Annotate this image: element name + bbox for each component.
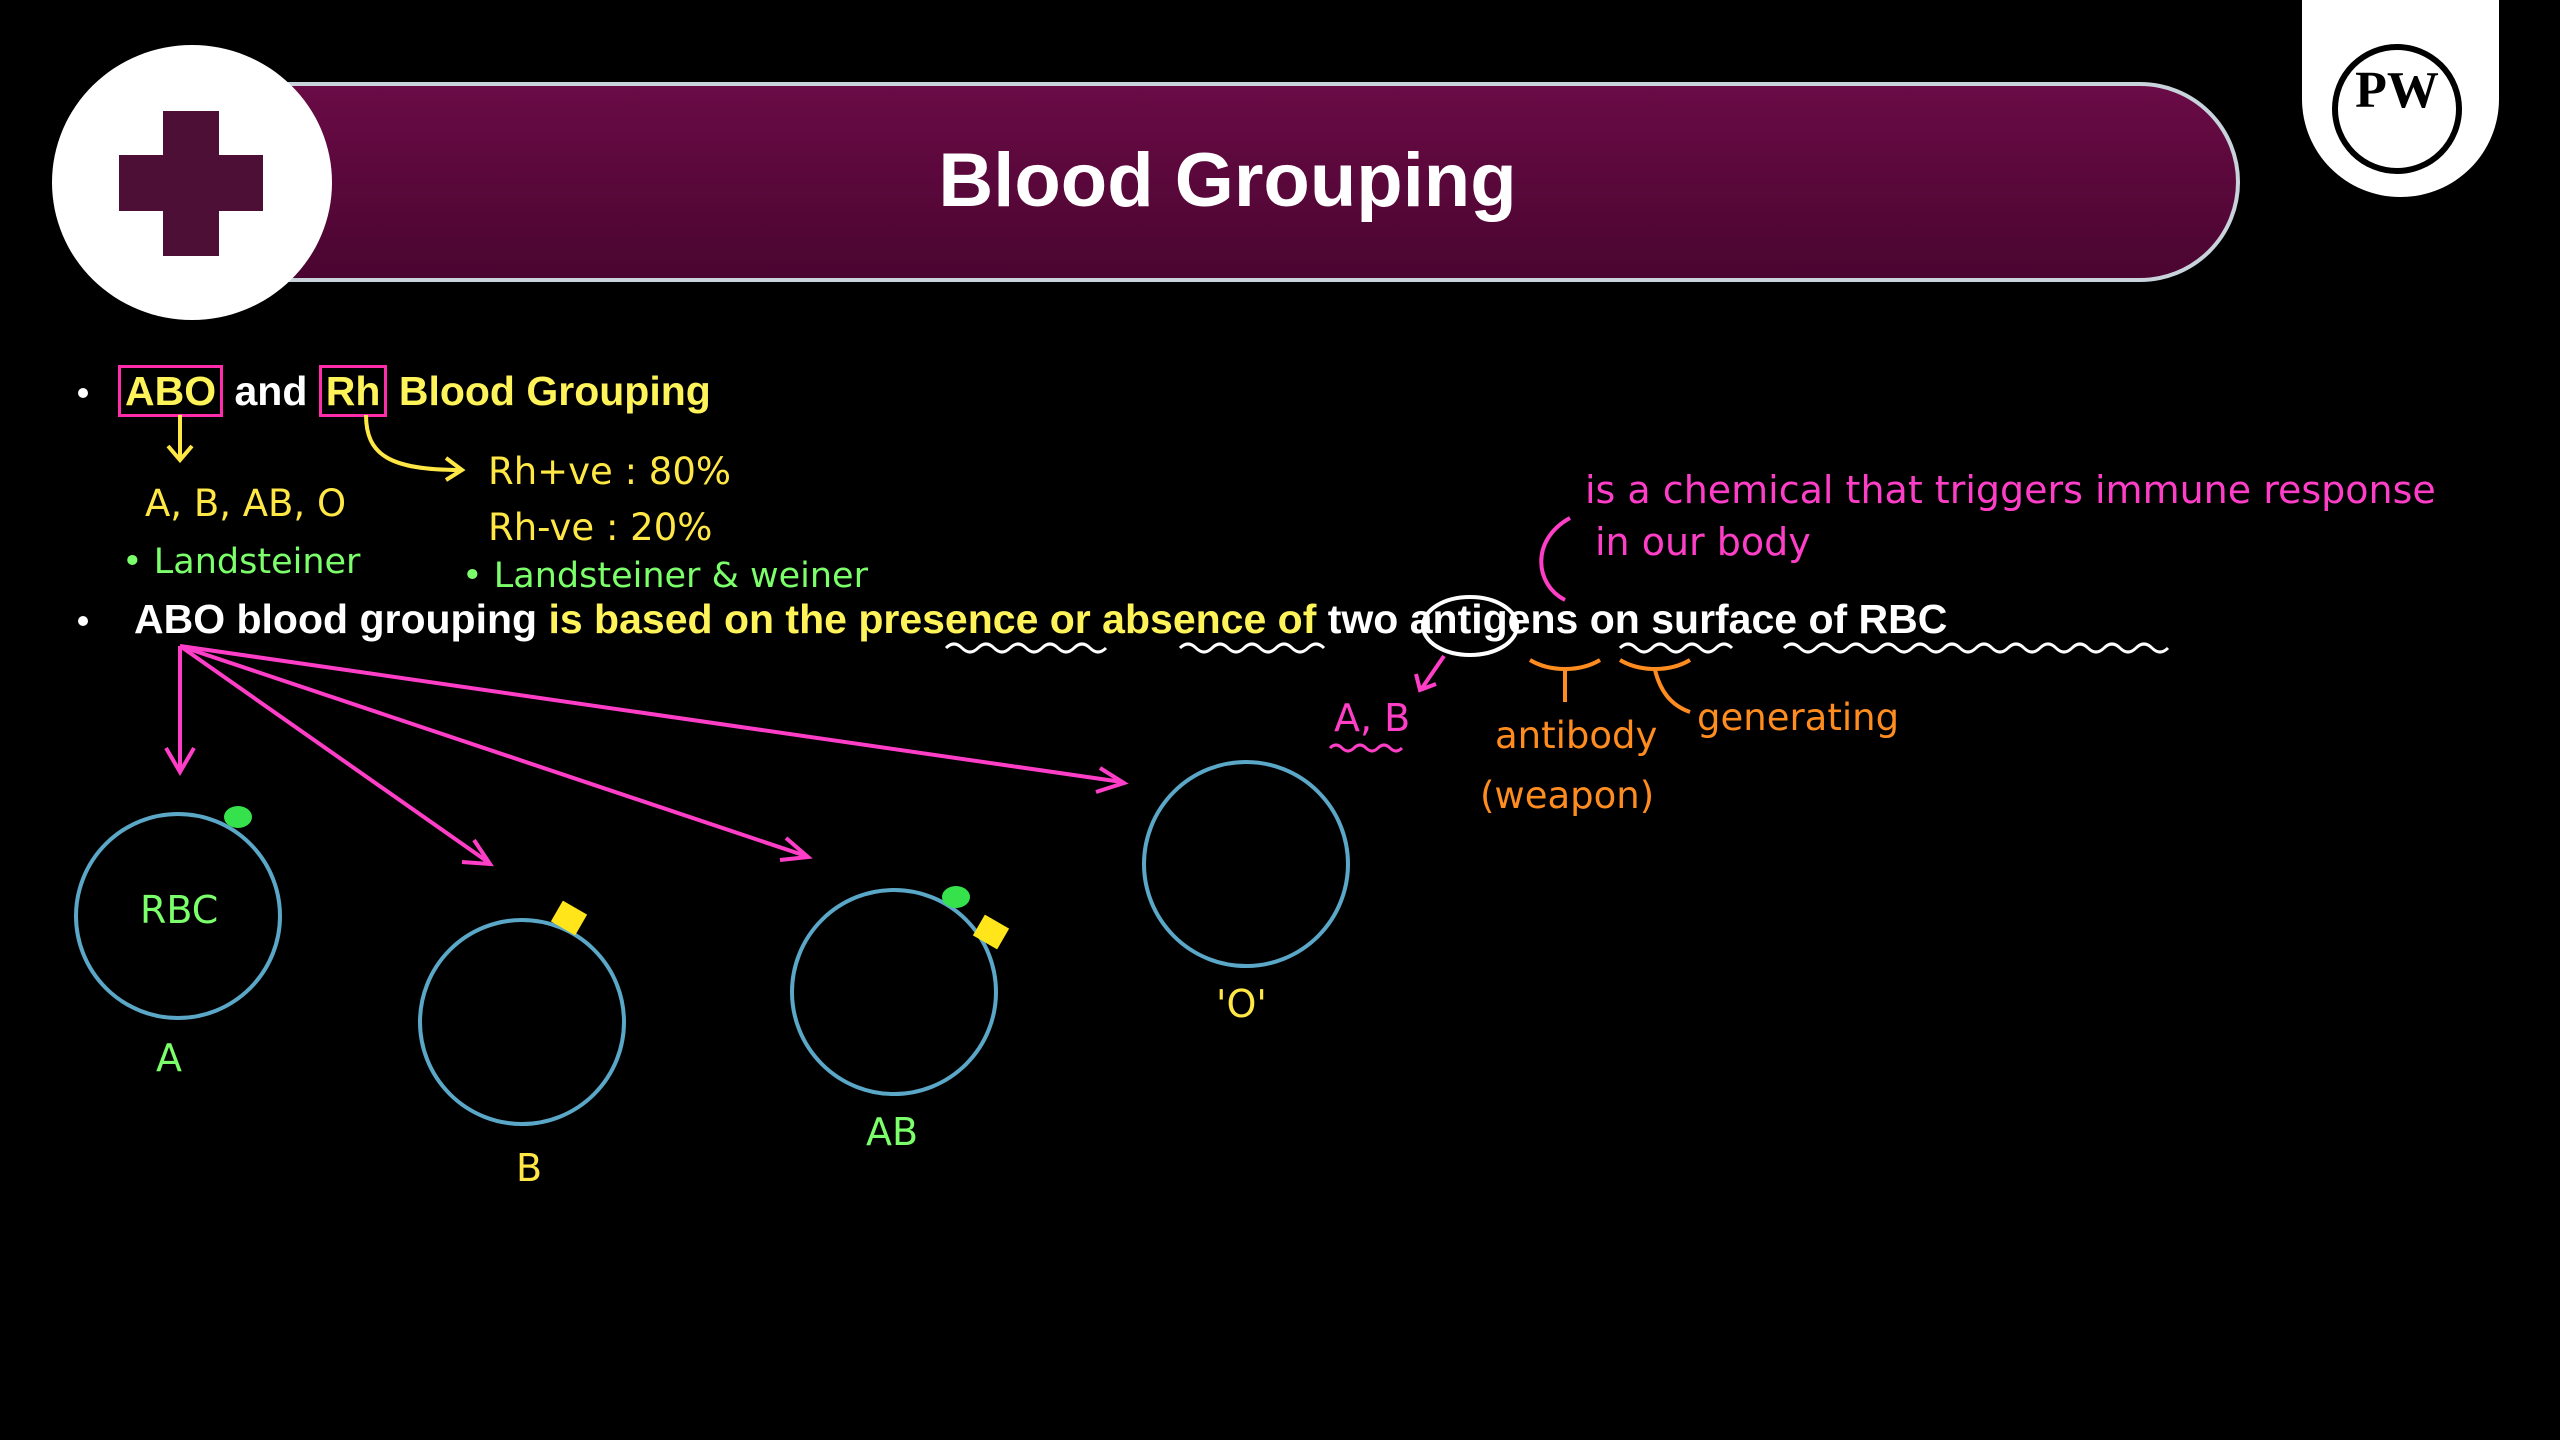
logo-ring bbox=[2332, 44, 2462, 174]
and-text: and bbox=[223, 368, 319, 414]
rbc-a-inner-label: RBC bbox=[140, 888, 219, 932]
rh-arrowhead bbox=[444, 456, 466, 482]
rbc-ab bbox=[790, 888, 998, 1096]
weapon-note: (weapon) bbox=[1480, 774, 1655, 817]
antigen-definition-2: in our body bbox=[1595, 520, 1811, 564]
arrowhead-ab bbox=[779, 836, 813, 862]
presence-underline bbox=[944, 642, 1108, 654]
abo-discoverer-note: • Landsteiner bbox=[122, 542, 361, 582]
generating-stem bbox=[1653, 669, 1691, 714]
abo-boxed: ABO bbox=[118, 365, 224, 417]
arrowhead-a bbox=[164, 746, 196, 776]
title-banner: Blood Grouping bbox=[215, 82, 2240, 282]
surface-text: surface of RBC bbox=[1651, 596, 1948, 642]
blood-grouping-text: Blood Grouping bbox=[387, 368, 711, 414]
or-text: or bbox=[1038, 596, 1103, 642]
based-on-text: is based on the bbox=[537, 596, 859, 642]
bullet-line-1: ABO and Rh Blood Grouping bbox=[118, 365, 711, 417]
bullet-dot bbox=[78, 616, 88, 626]
antigen-a-marker bbox=[224, 806, 252, 828]
antigen-a-marker-ab bbox=[942, 886, 970, 908]
rbc-a bbox=[74, 812, 282, 1020]
two-text: two bbox=[1327, 596, 1399, 642]
two-to-ab-arrow bbox=[1420, 654, 1446, 690]
antigen-definition-1: is a chemical that triggers immune respo… bbox=[1585, 468, 2436, 512]
rbc-b-label: B bbox=[516, 1146, 543, 1190]
abo-arrowhead bbox=[166, 444, 194, 464]
pw-logo: PW bbox=[2302, 0, 2499, 197]
abo-to-cells-arrows bbox=[164, 644, 1129, 867]
arrow-to-b bbox=[178, 644, 490, 864]
abo-types-note: A, B, AB, O bbox=[145, 482, 347, 525]
generating-bracket bbox=[1618, 658, 1692, 671]
rbc-a-label: A bbox=[156, 1036, 182, 1080]
two-arrowhead bbox=[1414, 673, 1437, 693]
bullet-line-2: ABO blood grouping is based on the prese… bbox=[134, 596, 1947, 643]
cross-icon-bar bbox=[119, 155, 263, 211]
rh-boxed: Rh bbox=[318, 365, 388, 417]
two-antigens-note: A, B bbox=[1334, 696, 1411, 740]
rh-curve-arrow bbox=[364, 414, 461, 472]
arrowhead-b bbox=[461, 838, 494, 867]
rh-discoverer-note: • Landsteiner & weiner bbox=[462, 556, 868, 596]
antigens-underline bbox=[1618, 642, 1734, 654]
rbc-ab-label: AB bbox=[866, 1110, 919, 1154]
on-text: on bbox=[1578, 596, 1652, 642]
of-text: of bbox=[1266, 596, 1328, 642]
ab-underline bbox=[1328, 743, 1404, 753]
arrow-to-o bbox=[179, 644, 1123, 784]
rh-negative-note: Rh-ve : 20% bbox=[488, 506, 713, 549]
absence-text: absence bbox=[1102, 596, 1267, 642]
antibody-bracket bbox=[1528, 658, 1602, 671]
absence-underline bbox=[1178, 642, 1326, 654]
surface-underline bbox=[1782, 642, 2170, 654]
rbc-o-label: 'O' bbox=[1216, 982, 1267, 1026]
rh-positive-note: Rh+ve : 80% bbox=[488, 450, 732, 493]
rbc-b bbox=[418, 918, 626, 1126]
presence-text: presence bbox=[858, 596, 1039, 642]
antibody-note: antibody bbox=[1495, 714, 1658, 757]
medical-cross-badge bbox=[52, 45, 332, 320]
generating-note: generating bbox=[1697, 696, 1900, 739]
arrow-to-ab bbox=[179, 644, 807, 858]
logo-text: PW bbox=[2355, 62, 2439, 119]
page-title: Blood Grouping bbox=[938, 138, 1517, 223]
arrowhead-o bbox=[1095, 766, 1129, 794]
wavy-underlines bbox=[944, 642, 2170, 654]
definition-bracket bbox=[1539, 516, 1571, 602]
abo-grouping-text: ABO blood grouping bbox=[134, 596, 538, 642]
rbc-o bbox=[1142, 760, 1350, 968]
two-circle bbox=[1421, 595, 1519, 657]
bullet-dot bbox=[78, 388, 88, 398]
